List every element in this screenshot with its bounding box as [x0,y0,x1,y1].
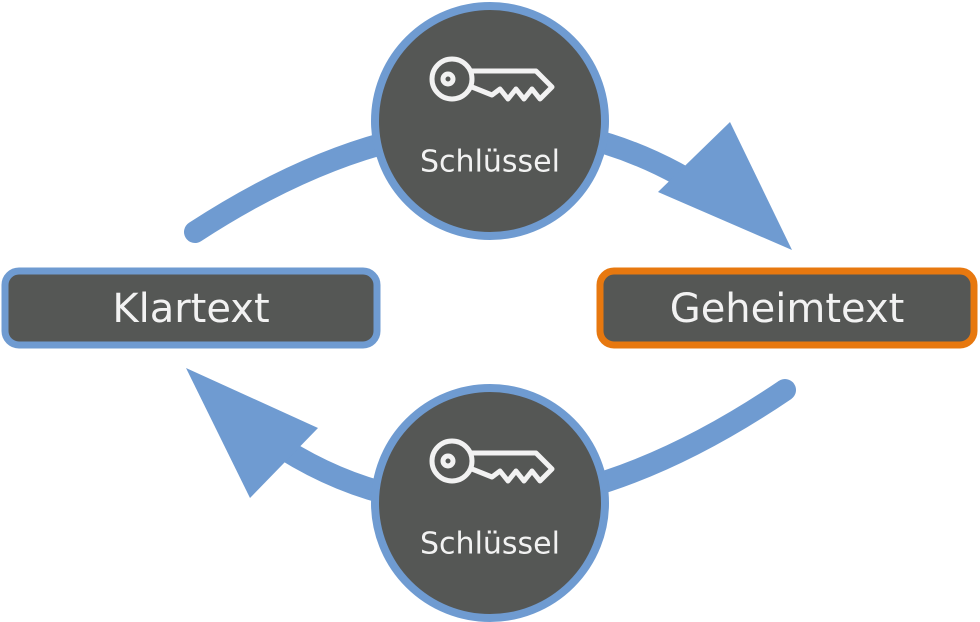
ciphertext-node: Geheimtext [596,267,978,349]
encrypt-key-label: Schlüssel [420,145,560,180]
plaintext-node: Klartext [1,267,381,349]
plaintext-label: Klartext [112,286,269,332]
plaintext-box [1,267,381,349]
decrypt-key-node: Schlüssel [371,384,609,622]
decrypt-key-label: Schlüssel [420,527,560,562]
ciphertext-label: Geheimtext [670,286,905,332]
decrypt-key-circle [371,384,609,622]
ciphertext-box [596,267,978,349]
encrypt-key-node: Schlüssel [371,2,609,240]
key-icon [429,56,555,102]
decrypt-arrowhead [186,368,318,498]
encrypt-key-circle [371,2,609,240]
key-icon [429,438,555,484]
encrypt-arrowhead [658,122,792,250]
